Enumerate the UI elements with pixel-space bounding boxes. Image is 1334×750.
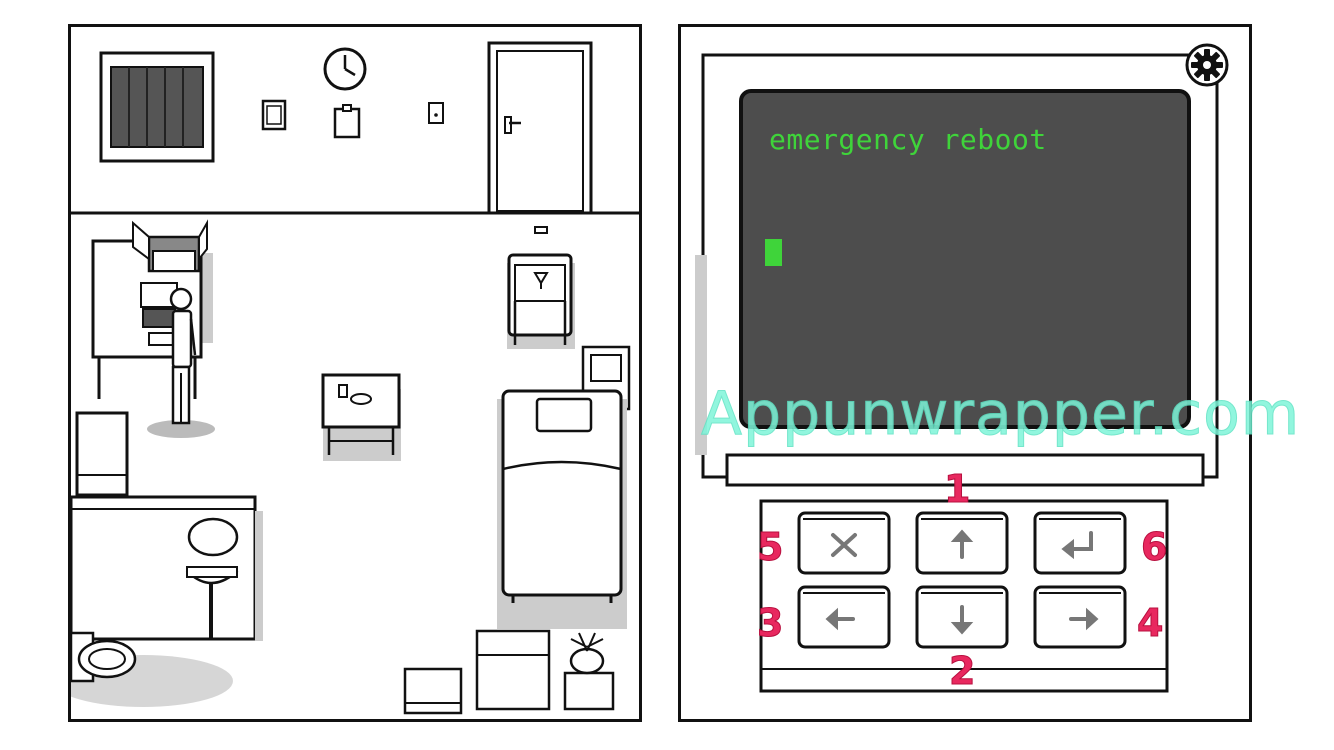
- left-key[interactable]: [797, 583, 891, 649]
- light-switch[interactable]: [428, 102, 444, 124]
- chair[interactable]: [507, 226, 575, 349]
- label-up: 1: [943, 467, 971, 512]
- room-scene: [71, 41, 639, 715]
- sink[interactable]: [185, 566, 239, 639]
- enter-icon: [1061, 531, 1093, 560]
- arrow-up-icon: [950, 529, 974, 559]
- label-down: 2: [948, 649, 976, 694]
- arrow-down-icon: [950, 605, 974, 635]
- arrow-left-icon: [825, 607, 855, 631]
- door[interactable]: [487, 41, 593, 215]
- cardboard-box[interactable]: [132, 219, 208, 273]
- label-cancel: 5: [756, 525, 784, 570]
- screen-text: emergency reboot: [769, 123, 1047, 156]
- wall-clock-icon[interactable]: [323, 47, 367, 91]
- up-key[interactable]: [915, 509, 1009, 575]
- label-right: 4: [1136, 601, 1164, 646]
- cancel-icon: [831, 533, 857, 557]
- terminal-panel: emergency reboot Appunwrapper.com: [678, 24, 1300, 722]
- label-left: 3: [756, 601, 784, 646]
- dresser[interactable]: [475, 629, 551, 711]
- window[interactable]: [99, 51, 215, 163]
- toilet[interactable]: [71, 631, 233, 707]
- watermark: Appunwrapper.com: [700, 379, 1301, 450]
- monitor-screen[interactable]: [739, 89, 1191, 429]
- cabinet[interactable]: [75, 411, 129, 497]
- room-view: [68, 24, 642, 722]
- cancel-key[interactable]: [797, 509, 891, 575]
- character[interactable]: [147, 287, 215, 438]
- small-table[interactable]: [321, 373, 401, 461]
- arrow-right-icon: [1069, 607, 1099, 631]
- bed[interactable]: [497, 389, 627, 629]
- down-key[interactable]: [915, 583, 1009, 649]
- mirror[interactable]: [187, 517, 239, 557]
- label-enter: 6: [1140, 525, 1168, 570]
- box-small[interactable]: [403, 667, 463, 715]
- gear-icon[interactable]: [1185, 43, 1229, 87]
- clipboard[interactable]: [333, 107, 361, 139]
- plant-pot[interactable]: [563, 632, 615, 711]
- right-key[interactable]: [1033, 583, 1127, 649]
- enter-key[interactable]: [1033, 509, 1127, 575]
- text-cursor: [765, 239, 782, 266]
